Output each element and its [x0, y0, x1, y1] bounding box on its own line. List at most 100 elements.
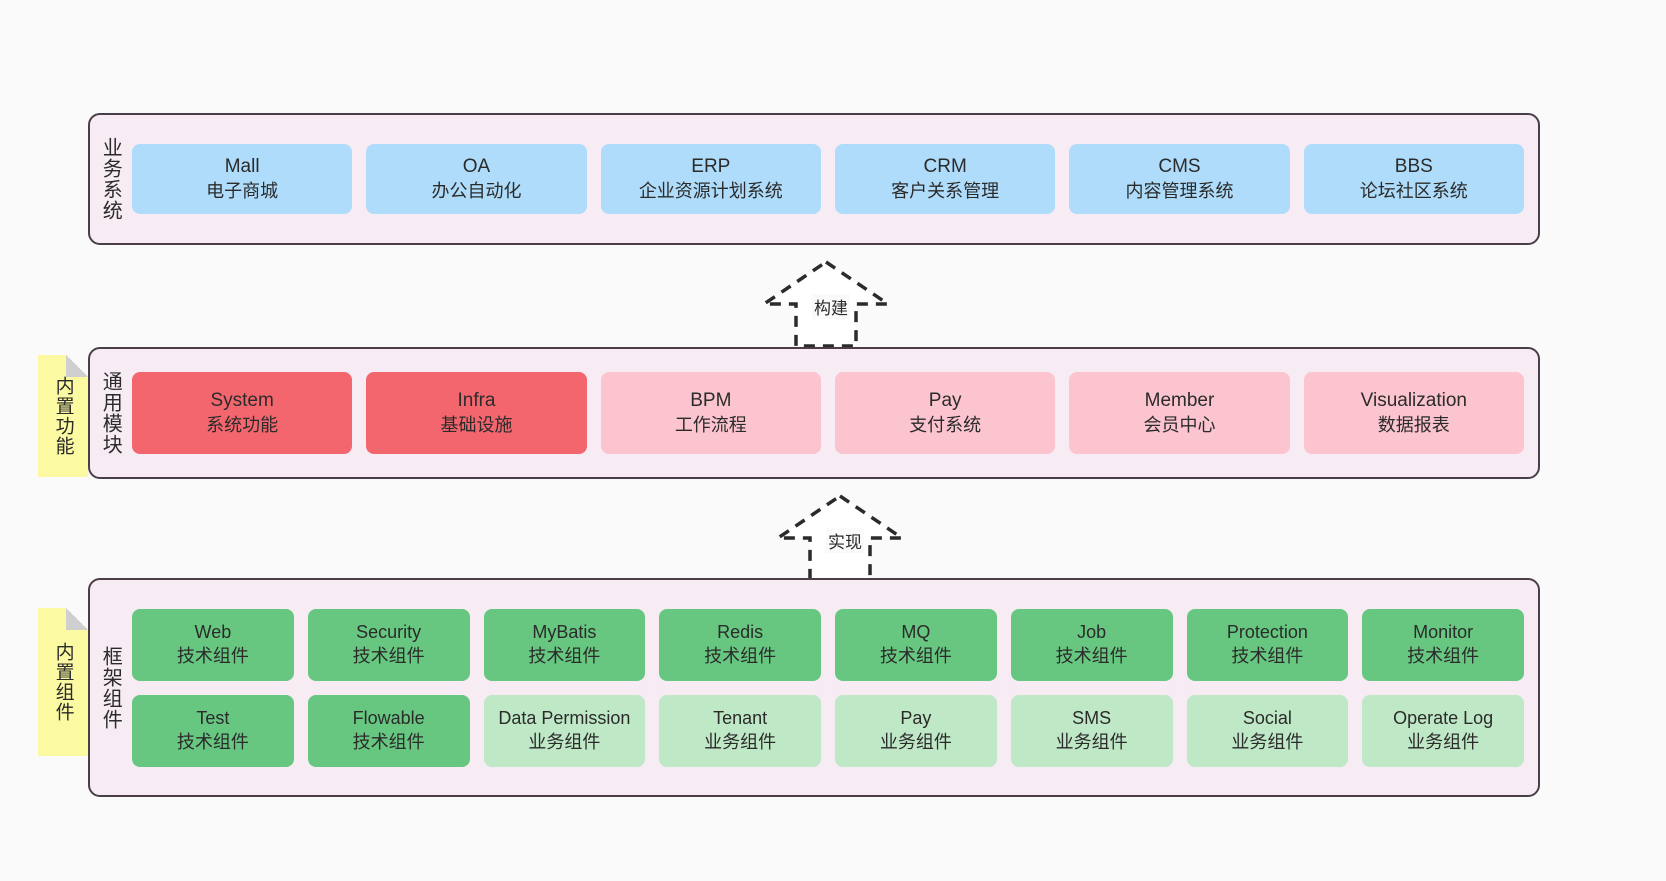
card-pay[interactable]: Pay 支付系统: [834, 372, 1056, 454]
card-title-zh: 业务组件: [1407, 731, 1480, 752]
card-title-zh: 企业资源计划系统: [638, 180, 783, 201]
card-redis[interactable]: Redis 技术组件: [659, 608, 821, 681]
card-title-zh: 技术组件: [879, 645, 952, 666]
sticky-note-builtin-features: 内置功能: [38, 355, 88, 477]
framework-row-tech: Web 技术组件 Security 技术组件 MyBatis 技术组件 Redi…: [132, 608, 1524, 681]
card-title-zh: 技术组件: [528, 645, 601, 666]
card-social[interactable]: Social 业务组件: [1186, 694, 1349, 767]
card-title-en: Job: [1077, 622, 1107, 643]
card-title-zh: 技术组件: [352, 645, 425, 666]
card-security[interactable]: Security 技术组件: [307, 608, 470, 681]
card-protection[interactable]: Protection 技术组件: [1186, 608, 1349, 681]
framework-row-biz: Test 技术组件 Flowable 技术组件 Data Permission …: [132, 694, 1524, 767]
layer-business-title: 业务系统: [99, 137, 122, 221]
card-title-zh: 会员中心: [1143, 414, 1216, 435]
card-title-zh: 业务组件: [528, 731, 601, 752]
card-monitor[interactable]: Monitor 技术组件: [1362, 608, 1524, 681]
card-title-en: CRM: [923, 156, 967, 178]
card-title-zh: 技术组件: [352, 731, 425, 752]
sticky-note-label: 内置功能: [52, 376, 74, 456]
card-flowable[interactable]: Flowable 技术组件: [307, 694, 470, 767]
connector-build: 构建: [756, 258, 896, 350]
card-title-en: Redis: [717, 622, 764, 643]
card-title-zh: 工作流程: [674, 414, 747, 435]
connector-build-label: 构建: [812, 294, 850, 319]
card-title-zh: 业务组件: [704, 731, 777, 752]
card-title-en: Visualization: [1360, 390, 1467, 412]
card-title-zh: 技术组件: [1055, 645, 1128, 666]
card-title-en: System: [210, 390, 274, 412]
card-mybatis[interactable]: MyBatis 技术组件: [483, 608, 646, 681]
layer-business-cards: Mall 电子商城 OA 办公自动化 ERP 企业资源计划系统 CRM 客户关系…: [130, 115, 1538, 243]
card-infra[interactable]: Infra 基础设施: [366, 372, 587, 454]
card-title-en: MQ: [901, 622, 931, 643]
card-operate-log[interactable]: Operate Log 业务组件: [1362, 694, 1524, 767]
card-title-en: Monitor: [1413, 622, 1474, 643]
card-title-en: BBS: [1394, 156, 1433, 178]
card-member[interactable]: Member 会员中心: [1069, 372, 1290, 454]
card-title-zh: 数据报表: [1377, 414, 1450, 435]
card-visualization[interactable]: Visualization 数据报表: [1303, 372, 1524, 454]
card-crm[interactable]: CRM 客户关系管理: [834, 144, 1056, 214]
layer-common-title: 通用模块: [99, 371, 122, 455]
sticky-note-label: 内置组件: [52, 642, 74, 722]
card-cms[interactable]: CMS 内容管理系统: [1069, 144, 1290, 214]
card-title-en: Operate Log: [1393, 708, 1494, 729]
card-title-zh: 技术组件: [1407, 645, 1480, 666]
card-title-zh: 内容管理系统: [1125, 180, 1234, 201]
card-test[interactable]: Test 技术组件: [132, 694, 294, 767]
card-title-en: SMS: [1072, 708, 1112, 729]
card-title-en: MyBatis: [532, 622, 597, 643]
layer-common-modules: 通用模块 System 系统功能 Infra 基础设施 BPM 工作流程 Pay…: [88, 347, 1540, 479]
card-title-en: Pay: [928, 390, 962, 412]
layer-framework-cards: Web 技术组件 Security 技术组件 MyBatis 技术组件 Redi…: [130, 580, 1538, 795]
layer-framework-title: 框架组件: [99, 645, 122, 730]
card-title-zh: 支付系统: [909, 414, 982, 435]
card-title-en: Flowable: [352, 708, 425, 729]
card-title-en: BPM: [690, 390, 732, 412]
card-title-zh: 客户关系管理: [891, 180, 1000, 201]
card-title-en: Social: [1242, 708, 1292, 729]
card-title-en: Protection: [1226, 622, 1308, 643]
card-title-en: ERP: [691, 156, 731, 178]
card-oa[interactable]: OA 办公自动化: [366, 144, 587, 214]
card-title-zh: 业务组件: [879, 731, 952, 752]
layer-business-systems: 业务系统 Mall 电子商城 OA 办公自动化 ERP 企业资源计划系统 CRM…: [88, 113, 1540, 245]
card-tenant[interactable]: Tenant 业务组件: [659, 694, 821, 767]
card-title-en: Test: [196, 708, 230, 729]
connector-implement-label: 实现: [826, 528, 864, 553]
card-data-permission[interactable]: Data Permission 业务组件: [483, 694, 646, 767]
card-title-en: Member: [1144, 390, 1215, 412]
card-sms[interactable]: SMS 业务组件: [1010, 694, 1173, 767]
card-title-en: Security: [356, 622, 422, 643]
card-title-zh: 系统功能: [206, 414, 279, 435]
card-title-en: OA: [462, 156, 491, 178]
card-title-zh: 技术组件: [1231, 645, 1304, 666]
card-title-zh: 技术组件: [176, 731, 249, 752]
card-bbs[interactable]: BBS 论坛社区系统: [1303, 144, 1524, 214]
card-web[interactable]: Web 技术组件: [132, 608, 294, 681]
card-title-en: Pay: [900, 708, 932, 729]
card-erp[interactable]: ERP 企业资源计划系统: [600, 144, 821, 214]
card-title-zh: 办公自动化: [431, 180, 522, 201]
card-title-zh: 业务组件: [1231, 731, 1304, 752]
card-title-zh: 技术组件: [704, 645, 777, 666]
card-title-en: Web: [194, 622, 232, 643]
card-title-en: Tenant: [713, 708, 768, 729]
card-title-zh: 电子商城: [206, 180, 279, 201]
card-title-en: CMS: [1158, 156, 1201, 178]
card-bpm[interactable]: BPM 工作流程: [600, 372, 821, 454]
card-job[interactable]: Job 技术组件: [1010, 608, 1173, 681]
card-mall[interactable]: Mall 电子商城: [132, 144, 353, 214]
card-pay-component[interactable]: Pay 业务组件: [835, 694, 997, 767]
card-title-zh: 技术组件: [176, 645, 249, 666]
card-title-en: Mall: [224, 156, 260, 178]
card-title-en: Infra: [457, 390, 496, 412]
card-mq[interactable]: MQ 技术组件: [835, 608, 997, 681]
card-title-zh: 论坛社区系统: [1359, 180, 1468, 201]
card-title-en: Data Permission: [498, 708, 631, 729]
sticky-note-builtin-components: 内置组件: [38, 608, 88, 756]
layer-framework-components: 框架组件 Web 技术组件 Security 技术组件 MyBatis 技术组件…: [88, 578, 1540, 797]
card-system[interactable]: System 系统功能: [132, 372, 353, 454]
